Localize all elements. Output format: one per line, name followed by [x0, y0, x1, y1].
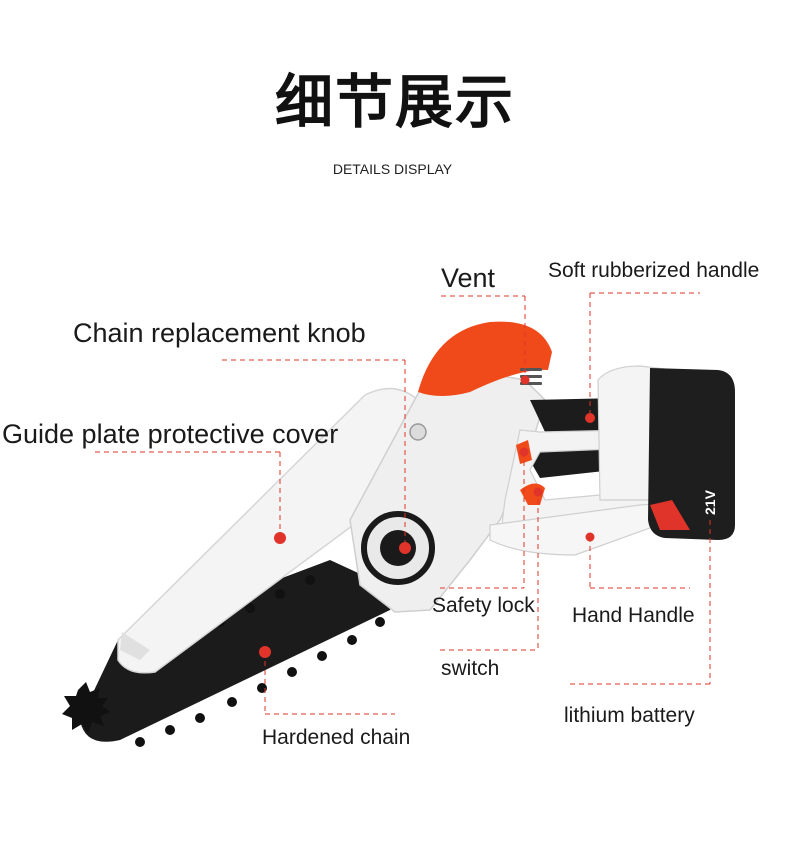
battery-label: lithium battery	[564, 704, 695, 727]
leader-lines	[95, 292, 711, 715]
dot-hand-handle	[585, 532, 595, 542]
switch-label: switch	[441, 657, 500, 680]
safety-lock-label: Safety lock	[432, 594, 535, 617]
dot-soft-handle	[585, 413, 595, 423]
dot-guide-cover	[274, 532, 286, 544]
dot-safety-lock	[519, 447, 529, 457]
page-title: 细节展示	[274, 68, 515, 136]
dot-vent	[520, 375, 530, 385]
guide-bar	[80, 560, 395, 742]
page-subtitle: DETAILS DISPLAY	[332, 161, 453, 177]
chain-label: Hardened chain	[262, 726, 411, 749]
dot-chain-knob	[399, 542, 411, 554]
soft-handle-label: Soft rubberized handle	[548, 259, 760, 282]
dot-switch	[533, 487, 543, 497]
hand-handle-label: Hand Handle	[572, 604, 695, 627]
callout-dots	[259, 375, 595, 658]
dot-chain	[259, 646, 271, 658]
orange-cap	[418, 321, 552, 396]
guide-cover-label: Guide plate protective cover	[2, 419, 339, 449]
vent-label: Vent	[441, 263, 496, 293]
lithium-battery-pack	[648, 368, 735, 540]
chain-knob-label: Chain replacement knob	[73, 318, 366, 348]
battery-voltage-label: 21V	[702, 489, 718, 515]
